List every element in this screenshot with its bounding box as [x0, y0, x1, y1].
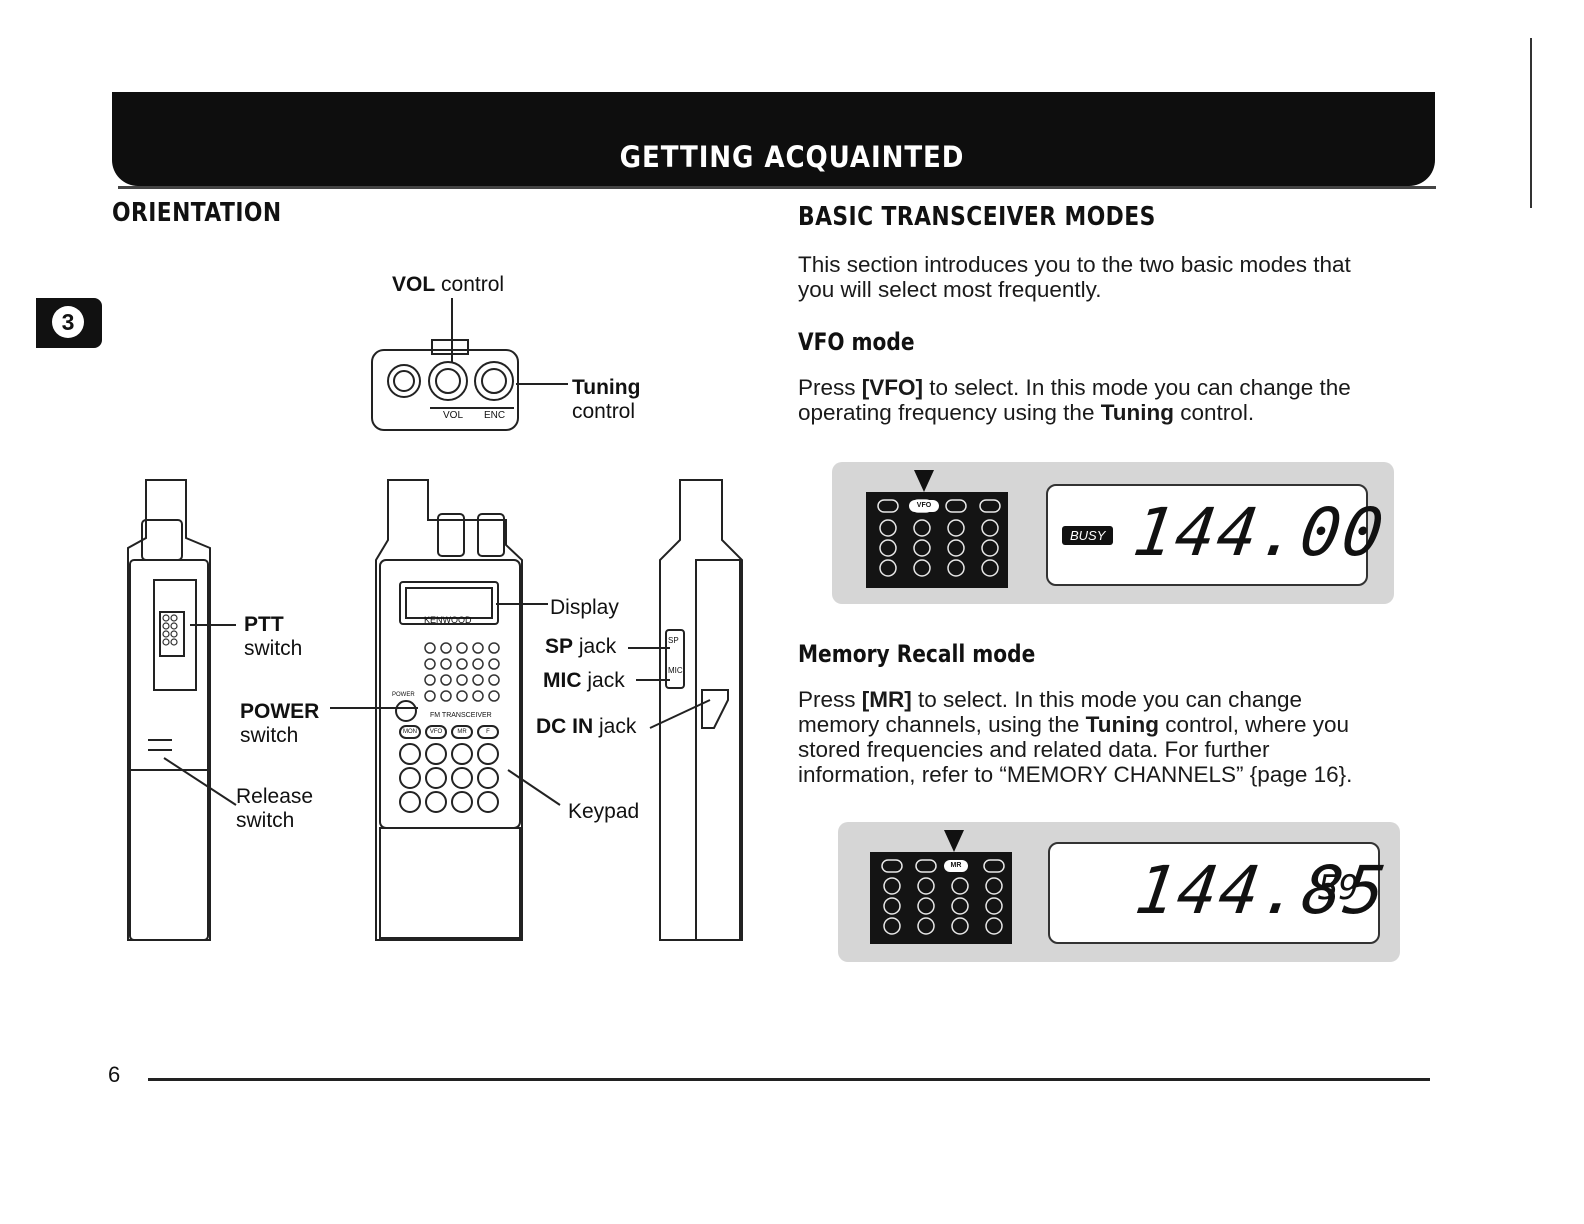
jack-mic-mark: MIC — [668, 666, 683, 675]
memory-lcd: 144.85 59 — [1048, 842, 1392, 944]
chapter-number: 3 — [52, 306, 84, 338]
front-view-drawing — [330, 479, 561, 941]
left-side-drawing — [127, 479, 237, 941]
vfo-keypad-drawing — [866, 470, 1008, 588]
vfo-frequency: 144.00 — [1128, 494, 1390, 571]
vol-control-label: VOL control — [392, 273, 505, 296]
modes-heading: BASIC TRANSCEIVER MODES — [798, 202, 1156, 232]
memory-description: Press [MR] to select. In this mode you c… — [798, 687, 1353, 787]
margin-rule — [1530, 38, 1532, 208]
vfo-display-illustration: VFO BUSY 144.00 — [832, 462, 1394, 604]
right-side-drawing — [628, 479, 743, 941]
memory-display-illustration: MR 144.85 59 — [838, 822, 1400, 962]
vfo-description: Press [VFO] to select. In this mode you … — [798, 375, 1351, 425]
knob-enc-label: ENC — [484, 410, 506, 421]
chapter-tab: 3 — [36, 298, 102, 348]
mic-jack-label: MIC jack — [543, 669, 625, 692]
orientation-heading: ORIENTATION — [112, 198, 282, 228]
dcin-jack-label: DC IN jack — [536, 715, 637, 738]
speaker-grille — [424, 642, 500, 702]
vfo-key-highlight: VFO — [909, 500, 939, 512]
key-f: F — [486, 729, 490, 735]
header-banner — [112, 92, 1435, 186]
mr-key-highlight: MR — [944, 860, 968, 872]
header-divider — [118, 186, 1436, 189]
keypad-label: Keypad — [568, 800, 640, 823]
knob-vol-label: VOL — [443, 410, 464, 421]
key-vfo: VFO — [429, 729, 443, 735]
memory-heading: Memory Recall mode — [798, 640, 1036, 668]
page-title: GETTING ACQUAINTED — [619, 140, 965, 174]
vfo-heading: VFO mode — [798, 328, 915, 356]
keypad-drawing — [399, 725, 499, 813]
key-mr: MR — [457, 729, 467, 735]
page-number: 6 — [108, 1062, 121, 1087]
key-mon: MON — [403, 729, 417, 735]
jack-sp-mark: SP — [668, 636, 679, 645]
busy-indicator: BUSY — [1062, 526, 1114, 545]
vfo-lcd: BUSY 144.00 — [1046, 484, 1390, 586]
power-mark: POWER — [392, 692, 415, 698]
sp-jack-label: SP jack — [545, 635, 617, 658]
memory-channel-number: 59 — [1318, 868, 1359, 908]
memory-keypad-drawing — [870, 830, 1012, 944]
footer-rule — [148, 1078, 1430, 1081]
modes-intro: This section introduces you to the two b… — [798, 252, 1351, 302]
brand-mark: KENWOOD — [424, 615, 472, 625]
top-view-drawing — [371, 298, 568, 431]
model-mark: FM TRANSCEIVER — [430, 712, 492, 719]
display-label: Display — [550, 596, 619, 619]
